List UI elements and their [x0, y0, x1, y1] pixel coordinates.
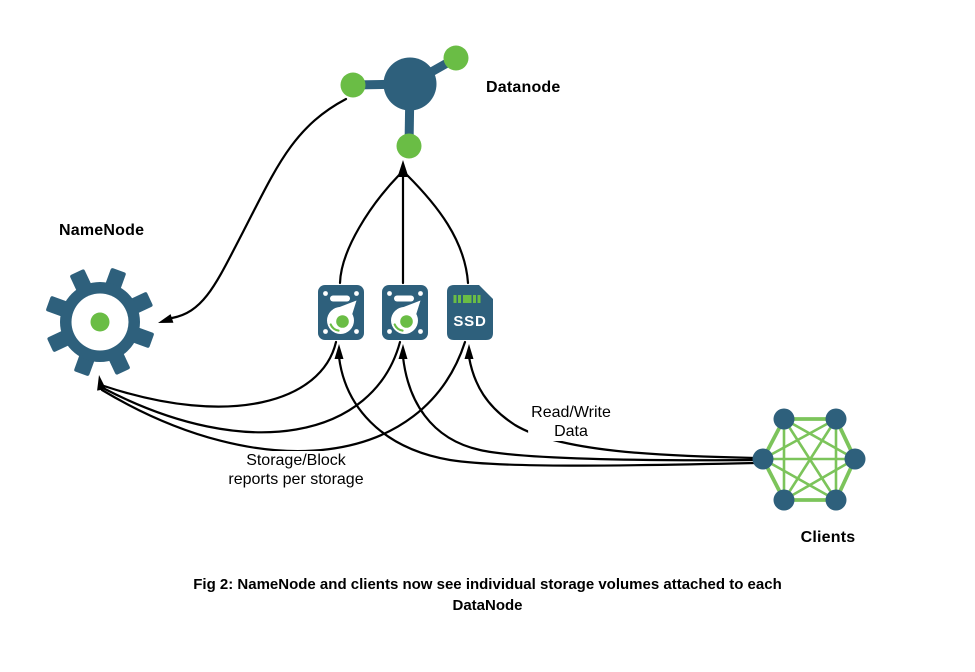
- edge-hdd2-report-to-namenode: [101, 340, 402, 434]
- caption-line1: Fig 2: NameNode and clients now see indi…: [193, 576, 782, 593]
- edge-clients-to-hdd1: [337, 355, 757, 467]
- edge-ssd-to-datanode: [405, 173, 470, 285]
- caption-line2: DataNode: [452, 597, 523, 614]
- namenode-label: NameNode: [59, 222, 145, 239]
- edge-datanode-to-namenode: [170, 97, 348, 320]
- ssd-storage-icon: SSD: [447, 285, 493, 340]
- edges: [97, 97, 757, 467]
- read-write-annotation: Read/Write Data: [528, 403, 614, 441]
- arrowhead-hdd2: [398, 344, 408, 359]
- edge-ssd-report-to-namenode: [100, 340, 467, 453]
- read-write-line1: Read/Write: [531, 404, 611, 421]
- arrowhead-namenode-bottom: [97, 375, 106, 391]
- storage-reports-annotation: Storage/Block reports per storage: [225, 451, 367, 489]
- datanode-icon: [340, 45, 469, 159]
- arrowhead-namenode-right: [158, 314, 174, 323]
- read-write-line2: Data: [554, 423, 588, 440]
- storage-reports-line1: Storage/Block: [246, 452, 346, 469]
- clients-label: Clients: [800, 529, 856, 546]
- ssd-label: SSD: [453, 313, 486, 330]
- arrowhead-datanode: [397, 160, 409, 177]
- figure-caption: Fig 2: NameNode and clients now see indi…: [0, 574, 975, 616]
- hdd-storage-icon-2: [380, 283, 430, 342]
- namenode-icon: [46, 268, 154, 376]
- datanode-label: Datanode: [486, 79, 561, 96]
- hdd-storage-icon-1: [316, 283, 366, 342]
- arrowhead-ssd: [464, 344, 474, 359]
- storage-reports-line2: reports per storage: [228, 471, 364, 488]
- edge-clients-to-hdd2: [401, 355, 757, 462]
- edge-hdd1-to-datanode: [338, 172, 402, 285]
- edge-hdd1-report-to-namenode: [102, 340, 338, 408]
- clients-icon: [752, 408, 866, 511]
- arrowhead-hdd1: [334, 344, 344, 359]
